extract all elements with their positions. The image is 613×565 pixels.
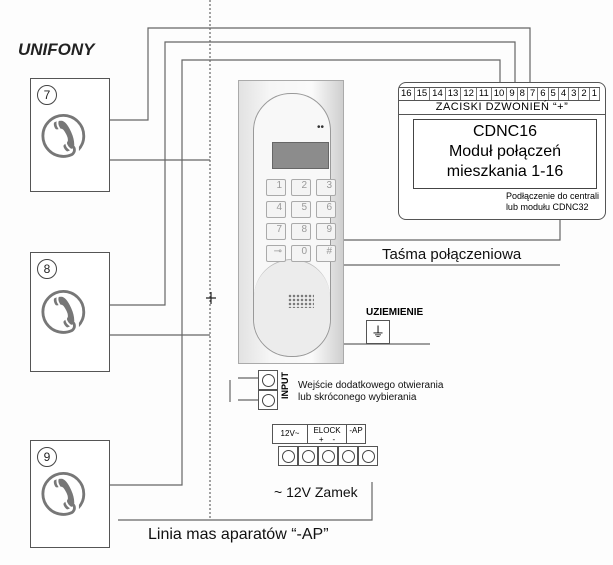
label-elock: ELOCK+ -: [308, 425, 347, 444]
phone-number: 9: [37, 447, 57, 467]
keypad: 1 2 3 4 5 6 7 8 9 ⊸ 0 #: [266, 179, 336, 262]
key: 1: [266, 179, 286, 196]
module-name: CDNC16: [472, 123, 537, 140]
terminal-number: 5: [549, 88, 559, 100]
ap-line-label: Linia mas aparatów “-AP”: [148, 526, 329, 543]
screw-terminal: [358, 446, 378, 466]
screw-terminal: [318, 446, 338, 466]
handset-phone-8: 8 ✆: [30, 252, 110, 372]
wire-phone-9: [108, 59, 501, 486]
ribbon-cable: [342, 218, 561, 241]
power-bottom-label: ~ 12V Zamek: [274, 484, 358, 500]
connection-note: Podłączenie do centrali lub modułu CDNC3…: [506, 191, 599, 213]
key: 4: [266, 201, 286, 218]
unifony-title: UNIFONY: [18, 40, 95, 59]
phone-number: 7: [37, 85, 57, 105]
terminal-number: 6: [538, 88, 549, 100]
wire-phone-7: [108, 27, 531, 121]
key: 7: [266, 223, 286, 240]
terminals-label: ZACISKI DZWONIEŃ “+”: [399, 101, 605, 115]
phone-icon: ✆: [39, 281, 88, 346]
ground-label: UZIEMIENIE: [366, 307, 424, 318]
input-desc2: lub skróconego wybierania: [298, 392, 417, 403]
wire-ap-line: [118, 482, 373, 521]
screw-terminal: [278, 446, 298, 466]
phone-icon: ✆: [39, 105, 88, 170]
key: 6: [316, 201, 336, 218]
module-line3: mieszkania 1-16: [446, 163, 564, 180]
input-label: INPUT: [280, 372, 290, 399]
terminal-number: 2: [579, 88, 590, 100]
phone-icon: ✆: [39, 463, 88, 528]
speaker-area: [254, 259, 330, 356]
ground-icon: ⏚: [366, 320, 390, 344]
connection-line1: Podłączenie do centrali: [505, 191, 599, 201]
terminal-number: 16: [399, 88, 415, 100]
screw-terminal: [258, 370, 278, 390]
lcd-display: [272, 142, 329, 169]
power-terminal-block: [278, 446, 378, 466]
terminal-number: 10: [492, 88, 508, 100]
power-terminal-header: 12V~ ELOCK+ - -AP: [272, 424, 366, 444]
ribbon-label: Taśma połączeniowa: [382, 246, 522, 263]
terminal-number: 11: [477, 88, 492, 100]
key: 0: [291, 245, 311, 262]
handset-phone-9: 9 ✆: [30, 440, 110, 548]
screw-terminal: [298, 446, 318, 466]
input-description: Wejście dodatkowego otwierania lub skróc…: [298, 380, 443, 404]
key: 9: [316, 223, 336, 240]
key: #: [316, 245, 336, 262]
input-desc1: Wejście dodatkowego otwierania: [298, 380, 444, 391]
module-label-box: CDNC16 Moduł połączeń mieszkania 1-16: [413, 119, 597, 189]
terminal-number: 13: [446, 88, 462, 100]
terminal-number: 9: [507, 88, 518, 100]
module-line2: Moduł połączeń: [448, 143, 562, 160]
terminal-number: 7: [528, 88, 539, 100]
screw-terminal: [338, 446, 358, 466]
input-wire: [229, 377, 258, 402]
terminal-number: 4: [559, 88, 570, 100]
key: 8: [291, 223, 311, 240]
key-icon: ⊸: [266, 245, 286, 262]
terminal-number: 12: [461, 88, 477, 100]
handset-phone-7: 7 ✆: [30, 78, 110, 192]
label-ap: -AP: [349, 426, 363, 435]
label-12v: 12V~: [273, 425, 308, 443]
terminal-number: 1: [590, 88, 601, 100]
key: 2: [291, 179, 311, 196]
screw-terminal: [258, 390, 278, 410]
key: 5: [291, 201, 311, 218]
terminal-number: 8: [518, 88, 528, 100]
microphone-icon: ••: [317, 122, 325, 133]
key: 3: [316, 179, 336, 196]
terminal-number: 15: [415, 88, 431, 100]
terminal-number: 3: [569, 88, 580, 100]
cursor-crosshair: [206, 292, 216, 304]
intercom-panel: •• 1 2 3 4 5 6 7 8 9 ⊸ 0 #: [238, 80, 344, 364]
input-terminal: [258, 370, 278, 410]
speaker-grill: [288, 294, 314, 308]
terminal-number: 14: [430, 88, 446, 100]
wire-phone-8: [108, 41, 516, 306]
phone-number: 8: [37, 259, 57, 279]
connection-line2: lub modułu CDNC32: [505, 202, 589, 212]
panel-face: •• 1 2 3 4 5 6 7 8 9 ⊸ 0 #: [253, 93, 336, 357]
